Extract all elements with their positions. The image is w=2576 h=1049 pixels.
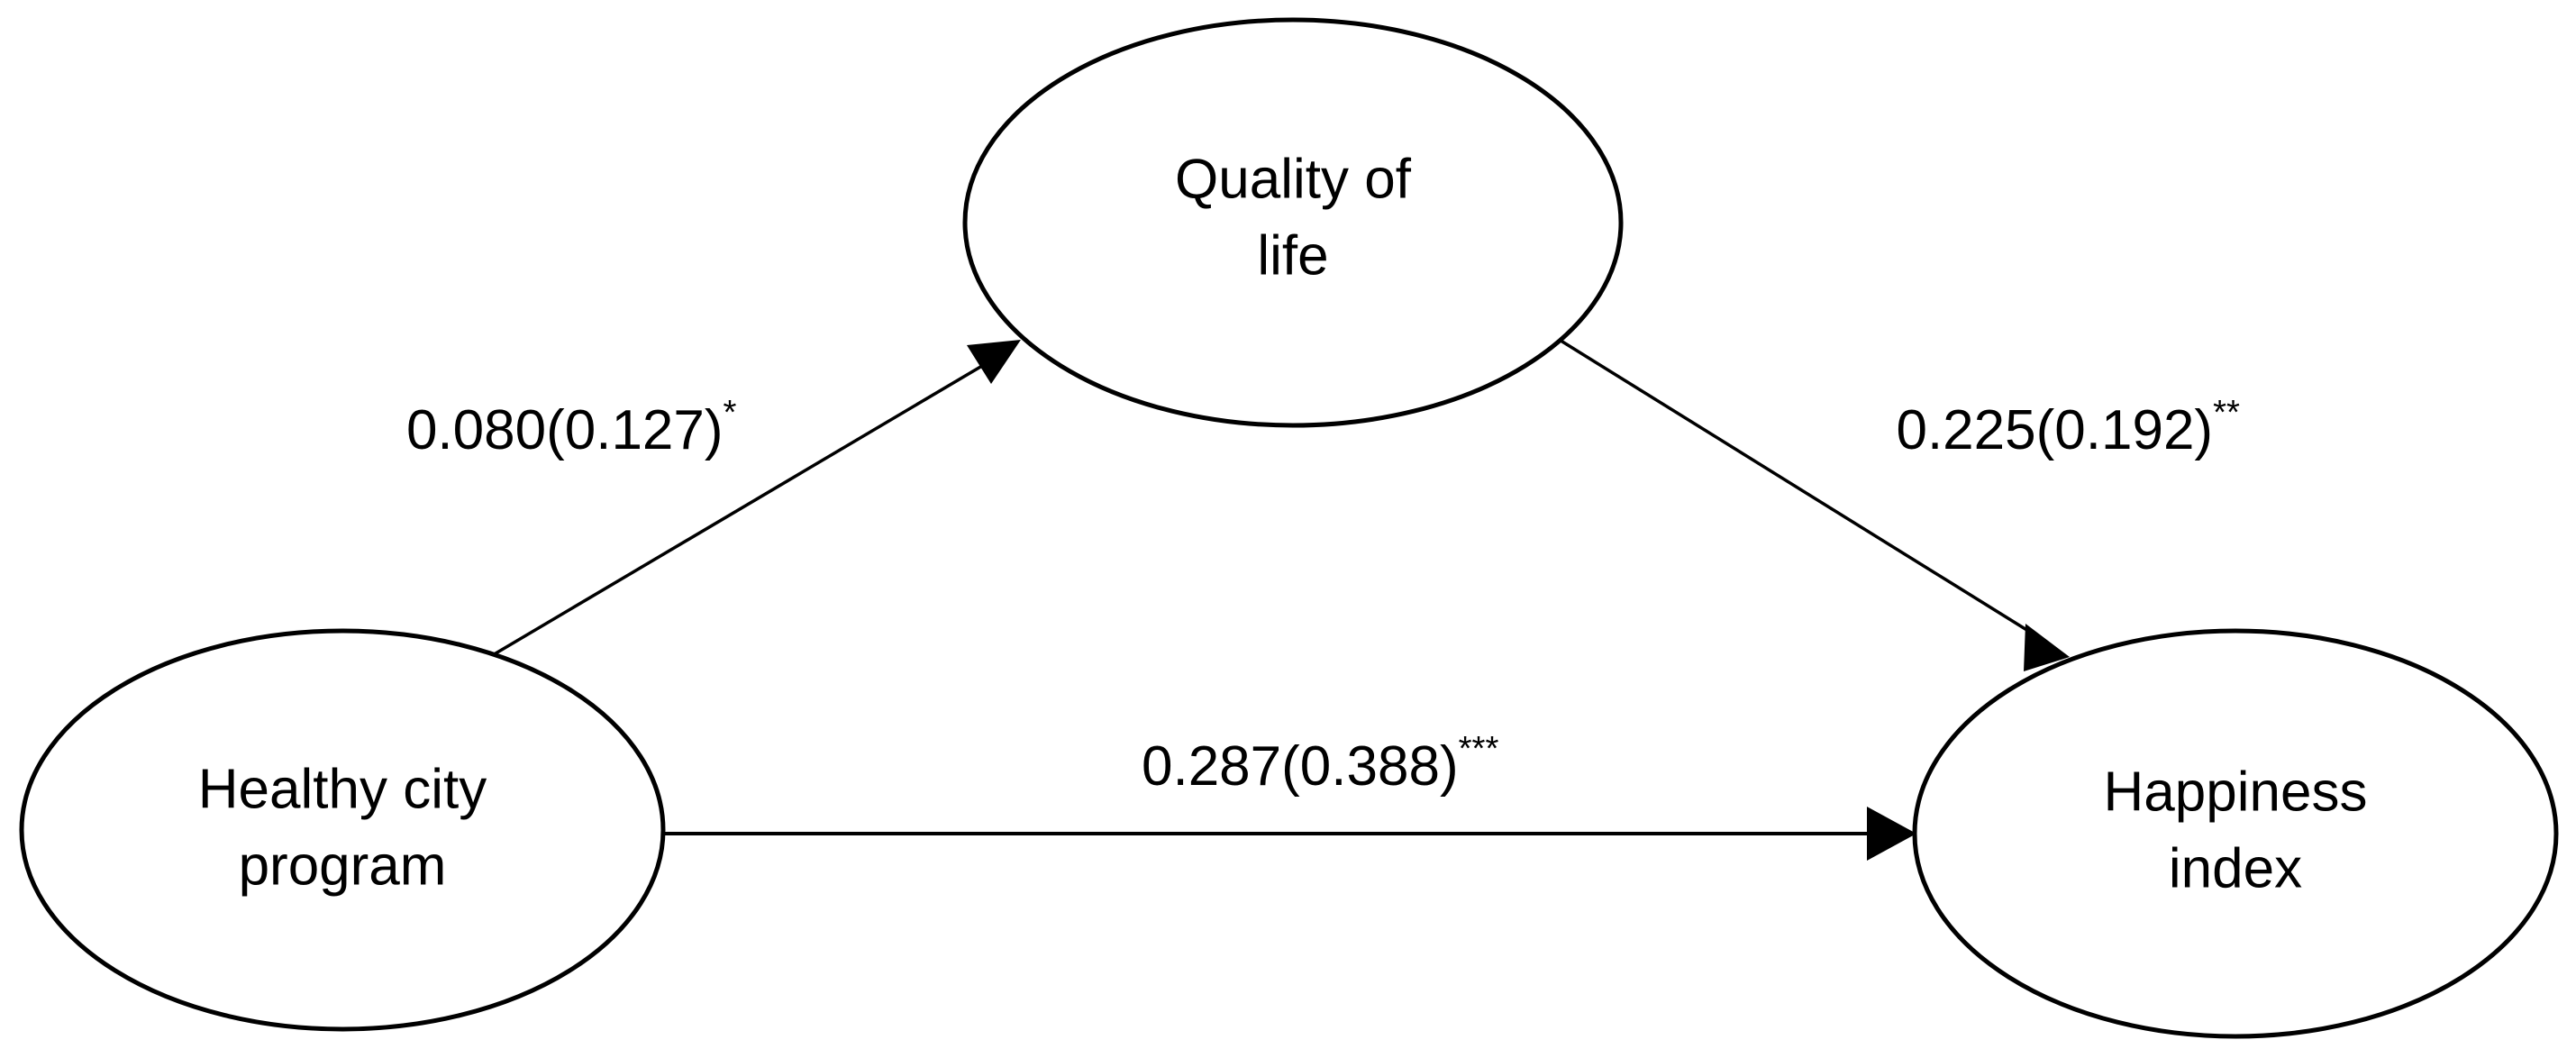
edge-a-path-line [490, 352, 1003, 658]
edge-c-path-standardized: (0.388) [1281, 735, 1458, 798]
node-quality-of-life[interactable]: Quality of life [962, 17, 1624, 428]
node-happiness-index-ellipse [1912, 628, 2559, 1039]
edge-c-path-coefficient: 0.287 [1142, 735, 1281, 798]
node-quality-of-life-label-line1: Quality of [1175, 148, 1412, 210]
node-quality-of-life-label-line2: life [1257, 224, 1328, 287]
node-healthy-city-program-label-line1: Healthy city [198, 758, 487, 820]
edge-a-path[interactable] [490, 340, 1021, 658]
edge-b-path[interactable] [1557, 337, 2070, 671]
edge-a-path-standardized: (0.127) [546, 399, 723, 461]
edge-b-path-line [1557, 337, 2048, 644]
edge-c-path-arrowhead-icon [1867, 807, 1916, 861]
node-happiness-index-label-line1: Happiness [2104, 761, 2368, 823]
edge-a-path-significance: * [724, 393, 737, 432]
edge-b-path-coefficient: 0.225 [1896, 399, 2035, 461]
node-happiness-index-label-line2: index [2169, 837, 2302, 899]
node-happiness-index[interactable]: Happiness index [1912, 628, 2559, 1039]
edge-c-path[interactable] [665, 807, 1916, 861]
node-healthy-city-program-label-line2: program [239, 835, 447, 897]
edge-c-path-significance: *** [1459, 729, 1499, 768]
edge-c-path-label: 0.287(0.388)*** [1033, 716, 1576, 798]
node-healthy-city-program-ellipse [19, 628, 666, 1032]
edge-a-path-coefficient: 0.080 [406, 399, 546, 461]
edge-b-path-label: 0.225(0.192)** [1788, 379, 2317, 461]
edge-b-path-standardized: (0.192) [2036, 399, 2213, 461]
edge-a-path-label: 0.080(0.127)* [297, 379, 814, 461]
edge-a-path-arrowhead-icon [967, 340, 1021, 384]
edge-b-path-significance: ** [2213, 393, 2240, 432]
edge-b-path-arrowhead-icon [2024, 624, 2070, 671]
node-quality-of-life-ellipse [962, 17, 1624, 428]
node-healthy-city-program[interactable]: Healthy city program [19, 628, 666, 1032]
